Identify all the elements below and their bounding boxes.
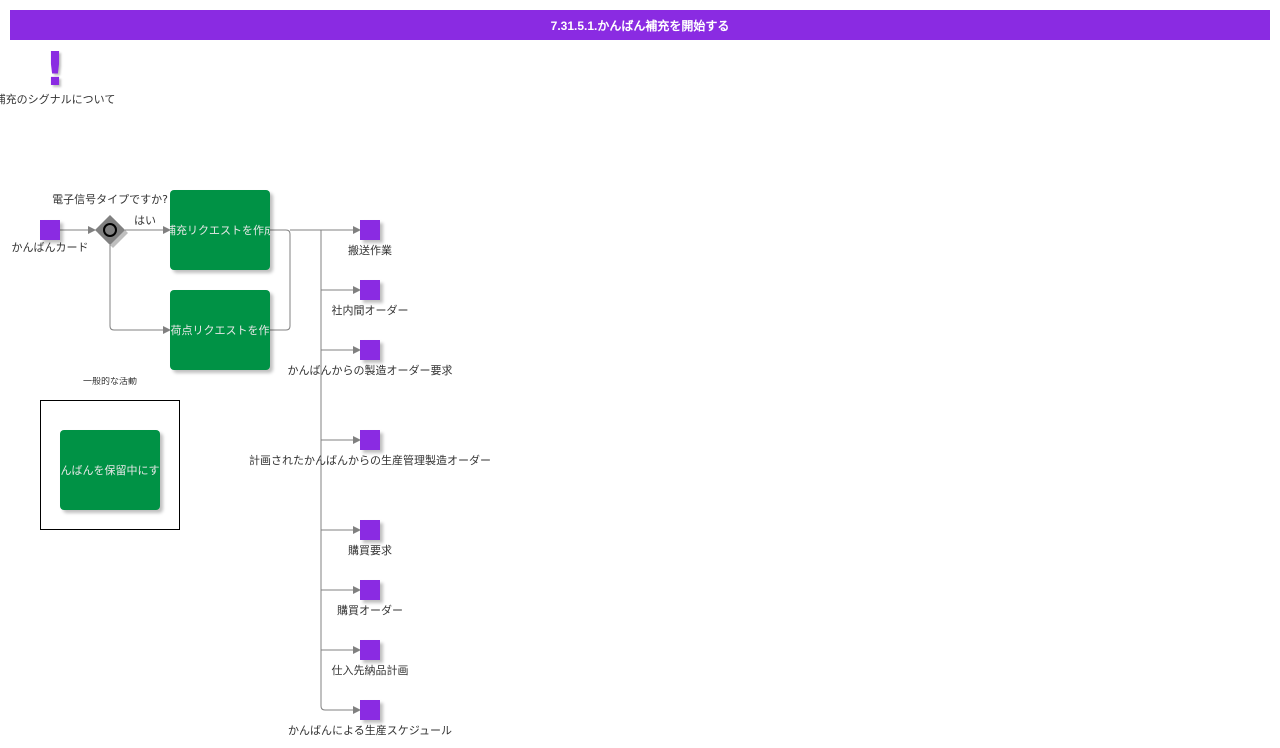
gateway-diamond (95, 215, 128, 248)
start-event[interactable] (40, 220, 60, 240)
task-picking-request[interactable]: 出荷点リクエストを作成 (170, 290, 270, 370)
outcome-label: 社内間オーダー (331, 304, 409, 317)
task-hold-label: かんばんを保留中にする (60, 464, 160, 477)
task-replenish-label: 補充リクエストを作成 (170, 224, 270, 237)
outcome-label: 購買要求 (348, 544, 392, 557)
edge-bus-vertical (320, 230, 326, 711)
group-label: 一般的な活動 (82, 377, 137, 387)
note-label: 補充のシグナルについて (0, 93, 116, 106)
diagram-title-bar: 7.31.5.1.かんばん補充を開始する (10, 10, 1270, 40)
edge-gateway-picking (109, 245, 171, 334)
outcome-event[interactable] (360, 280, 380, 300)
diagram-title: 7.31.5.1.かんばん補充を開始する (550, 18, 730, 33)
outcome-event[interactable] (360, 430, 380, 450)
outcome-event[interactable] (360, 700, 380, 720)
outcome-event[interactable] (360, 520, 380, 540)
outcome-label: かんばんによる生産スケジュール (288, 724, 452, 737)
gateway-question-label: 電子信号タイプですか? (52, 193, 168, 206)
outcome-label: 搬送作業 (348, 244, 392, 257)
task-picking-label: 出荷点リクエストを作成 (170, 324, 270, 337)
task-replenish-request[interactable]: 補充リクエストを作成 (170, 190, 270, 270)
start-event-label: かんばんカード (11, 241, 89, 254)
outcome-label: かんばんからの製造オーダー要求 (287, 364, 453, 377)
edge-replenish-merge (270, 229, 291, 331)
exclamation-icon[interactable]: ! (44, 42, 66, 96)
task-hold-kanban[interactable]: かんばんを保留中にする (60, 430, 160, 510)
outcome-label: 仕入先納品計画 (331, 664, 409, 677)
outcome-event[interactable] (360, 640, 380, 660)
outcome-label: 計画されたかんばんからの生産管理製造オーダー (249, 454, 491, 467)
outcome-event[interactable] (360, 580, 380, 600)
general-activity-group (40, 400, 180, 530)
outcome-event[interactable] (360, 220, 380, 240)
outcome-label: 購買オーダー (337, 604, 403, 617)
outcome-event[interactable] (360, 340, 380, 360)
gateway-yes-label: はい (134, 214, 156, 227)
